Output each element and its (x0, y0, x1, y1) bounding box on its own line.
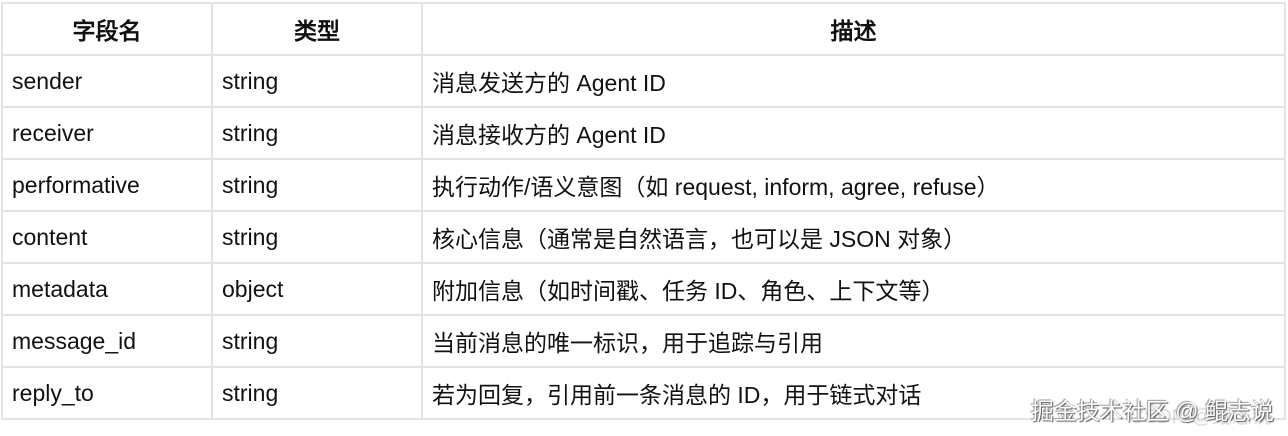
description-cell: 当前消息的唯一标识，用于追踪与引用 (421, 314, 1286, 368)
field-name-cell: content (1, 210, 213, 264)
watermark: 掘金技术社区 @ 鲲志说 (1030, 398, 1274, 424)
field-name-cell: message_id (1, 314, 213, 368)
type-cell: string (211, 366, 423, 420)
field-name-cell: performative (1, 158, 213, 212)
description-cell: 核心信息（通常是自然语言，也可以是 JSON 对象） (421, 210, 1286, 264)
type-cell: string (211, 314, 423, 368)
field-name-cell: sender (1, 54, 213, 108)
type-cell: string (211, 210, 423, 264)
watermark-csdn: CSDN @鲲志说 (1129, 406, 1272, 428)
description-cell: 若为回复，引用前一条消息的 ID，用于链式对话 (421, 366, 1286, 420)
description-cell: 附加信息（如时间戳、任务 ID、角色、上下文等） (421, 262, 1286, 316)
header-type: 类型 (211, 2, 423, 56)
type-cell: object (211, 262, 423, 316)
type-cell: string (211, 54, 423, 108)
field-name-cell: metadata (1, 262, 213, 316)
header-field-name: 字段名 (1, 2, 213, 56)
type-cell: string (211, 158, 423, 212)
field-name-cell: receiver (1, 106, 213, 160)
description-cell: 执行动作/语义意图（如 request, inform, agree, refu… (421, 158, 1286, 212)
field-name-cell: reply_to (1, 366, 213, 420)
header-row: 字段名 类型 描述 (1, 2, 1286, 56)
description-cell: 消息接收方的 Agent ID (421, 106, 1286, 160)
type-cell: string (211, 106, 423, 160)
header-description: 描述 (421, 2, 1286, 56)
description-cell: 消息发送方的 Agent ID (421, 54, 1286, 108)
